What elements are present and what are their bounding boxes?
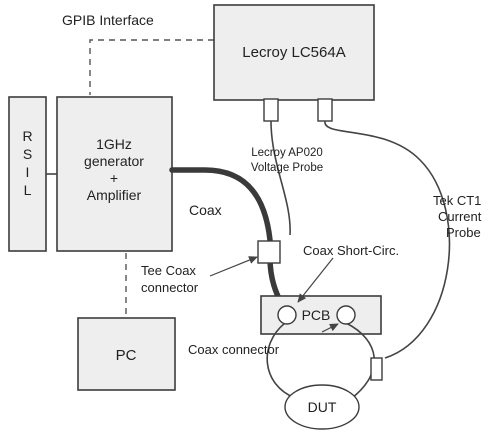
voltage-probe-cable (270, 120, 291, 236)
generator-line-2: generator (84, 153, 144, 169)
coax-cable (169, 167, 273, 243)
short-circ-arrow (297, 257, 334, 303)
rsil-letter-l: L (24, 182, 32, 198)
gpib-label: GPIB Interface (62, 12, 154, 28)
short-circ-label: Coax Short-Circ. (303, 243, 399, 258)
rsil-box (8, 96, 47, 252)
voltage-probe-label-1: Lecroy AP020 (251, 147, 323, 159)
current-probe-cable (324, 120, 451, 359)
generator-line-4: Amplifier (87, 187, 142, 203)
coax-connector-arrow (321, 323, 339, 333)
scope-channel-2-connector (317, 98, 333, 122)
rsil-letter-r: R (22, 128, 32, 144)
current-probe-label-1: Tek CT1 (433, 193, 481, 208)
lecroy-scope-box (213, 4, 375, 101)
coax-label: Coax (189, 202, 222, 218)
generator-line-3: + (110, 170, 118, 186)
generator-line-1: 1GHz (96, 136, 132, 152)
gpib-dashed-link (89, 39, 214, 95)
generator-box (56, 96, 173, 252)
rsil-letter-s: S (23, 146, 32, 162)
pc-box (77, 317, 176, 391)
tee-arrow (209, 256, 258, 277)
tee-label-1: Tee Coax (141, 263, 196, 278)
dut-label: DUT (308, 399, 337, 415)
voltage-probe-label-2: Voltage Probe (251, 162, 323, 174)
tee-coax-connector (257, 240, 281, 264)
current-probe-label-3: Probe (446, 225, 481, 240)
pc-label: PC (116, 347, 137, 364)
current-probe-label-2: Current (438, 209, 482, 224)
scope-label: Lecroy LC564A (242, 44, 345, 61)
pcb-coax-connector (277, 305, 297, 325)
pcb-label: PCB (302, 307, 331, 323)
scope-channel-1-connector (263, 98, 279, 122)
coax-connector-label: Coax connector (188, 342, 280, 357)
tee-label-2: connector (141, 280, 199, 295)
dut-ellipse (284, 384, 360, 430)
rsil-letter-i: I (26, 164, 30, 180)
dut-wire-right (345, 322, 376, 399)
current-probe-clamp (370, 357, 383, 381)
dut-wire-left (266, 322, 296, 399)
pcb-short-circuit-connector (336, 305, 356, 325)
